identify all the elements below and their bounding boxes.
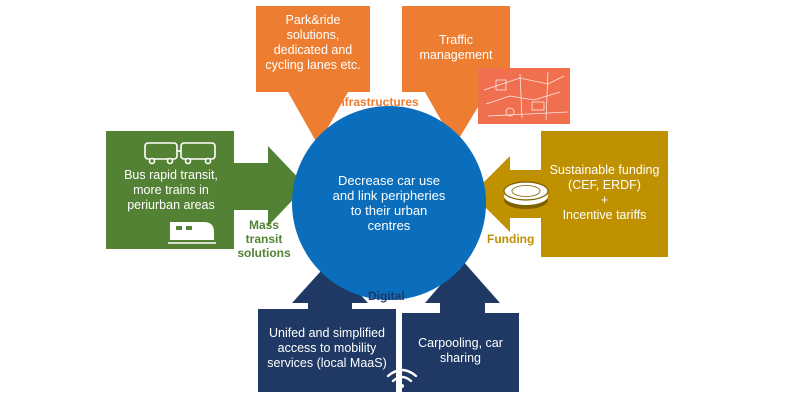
city-map-icon	[478, 68, 570, 124]
center-circle	[292, 106, 486, 300]
euro-coin-icon	[503, 181, 549, 209]
funding-box-text: Sustainable funding (CEF, ERDF) + Incent…	[541, 160, 668, 226]
bus-icon	[144, 142, 216, 165]
funding-plus: +	[600, 193, 609, 207]
mass-transit-arrow	[106, 131, 306, 249]
digital-label: Digital	[368, 289, 405, 303]
train-icon	[168, 222, 216, 244]
wifi-icon	[386, 368, 418, 388]
digital-box-right-text: Carpooling, car sharing	[418, 336, 503, 365]
funding-line1: Sustainable funding (CEF, ERDF)	[549, 163, 660, 192]
infrastructure-arrow-right	[402, 6, 510, 145]
funding-arrow	[472, 131, 668, 257]
funding-label: Funding	[487, 232, 535, 246]
digital-arrow-right	[402, 260, 519, 392]
mass-transit-label: Mass transit solutions	[237, 218, 291, 260]
digital-box-left-text: Unifed and simplified access to mobility…	[267, 325, 387, 370]
funding-line2: Incentive tariffs	[562, 208, 647, 222]
infrastructure-box-left-text: Park&ride solutions, dedicated and cycli…	[265, 13, 361, 72]
center-text: Decrease car use and link peripheries to…	[332, 173, 446, 233]
digital-arrow-left	[258, 261, 396, 392]
infrastructure-box-right-text: Traffic management	[419, 33, 493, 62]
infrastructure-arrow-left	[256, 6, 370, 145]
infrastructures-label: Infrastructures	[334, 95, 419, 109]
mass-transit-box-text: Bus rapid transit, more trains in periur…	[124, 167, 218, 212]
